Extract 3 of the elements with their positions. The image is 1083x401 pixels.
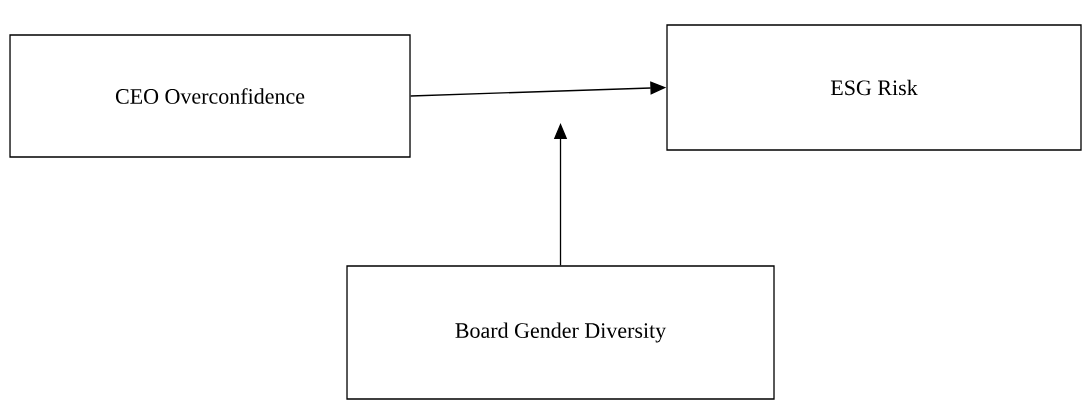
process-box: ESG Risk [666, 24, 1082, 151]
process-box: CEO Overconfidence [9, 34, 411, 158]
process-box: Board Gender Diversity [346, 265, 775, 400]
